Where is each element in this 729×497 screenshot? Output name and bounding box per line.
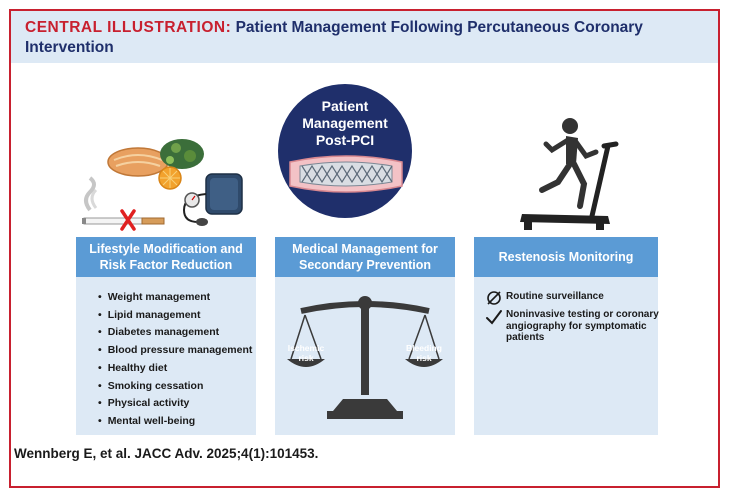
circle-line-1: Patient	[321, 98, 369, 114]
circle-line-2: Management	[302, 115, 388, 131]
lifestyle-panel: Lifestyle Modification and Risk Factor R…	[76, 237, 256, 435]
page-title: CENTRAL ILLUSTRATION: Patient Management…	[25, 18, 705, 58]
list-item: Blood pressure management	[98, 342, 253, 360]
restenosis-heading: Restenosis Monitoring	[498, 250, 634, 264]
check-icon	[486, 310, 502, 325]
restenosis-panel-heading: Restenosis Monitoring	[474, 237, 658, 277]
lifestyle-panel-heading: Lifestyle Modification and Risk Factor R…	[76, 237, 256, 277]
restenosis-item-text: Noninvasive testing or coronary angiogra…	[506, 309, 659, 343]
list-item: Weight management	[98, 289, 252, 307]
title-text: Patient Management Following Percutaneou…	[25, 19, 643, 56]
circle-line-3: Post-PCI	[315, 132, 375, 148]
medical-panel-heading: Medical Management for Secondary Prevent…	[275, 237, 455, 277]
scale-left-label-1: Ischemic	[288, 343, 325, 353]
restenosis-panel: Restenosis Monitoring Routine surveillan…	[474, 237, 659, 435]
blood-pressure-cuff-icon	[182, 173, 243, 226]
empty-set-icon	[487, 291, 501, 305]
list-item: Mental well-being	[98, 413, 252, 431]
balance-scale-icon: Ischemic risk Bleeding risk	[287, 296, 443, 419]
stent-artery-icon	[289, 155, 403, 193]
medical-panel: Medical Management for Secondary Prevent…	[275, 237, 455, 435]
scale-left-label-2: risk	[298, 353, 313, 363]
list-item: Diabetes management	[98, 324, 252, 342]
scale-right-label-1: Bleeding	[406, 343, 442, 353]
no-smoking-icon	[82, 176, 165, 231]
list-item: Physical activity	[98, 395, 252, 413]
lifestyle-heading-line-1: Lifestyle Modification and	[89, 242, 243, 256]
treadmill-runner-icon	[520, 118, 619, 230]
lifestyle-list: Weight management Lipid management Diabe…	[98, 289, 253, 431]
medical-heading-line-1: Medical Management for	[292, 242, 438, 256]
title-lead: CENTRAL ILLUSTRATION:	[25, 19, 232, 36]
list-item: Smoking cessation	[98, 378, 252, 396]
header-band: CENTRAL ILLUSTRATION: Patient Management…	[11, 11, 718, 63]
medical-heading-line-2: Secondary Prevention	[299, 258, 431, 272]
citation: Wennberg E, et al. JACC Adv. 2025;4(1):1…	[14, 446, 319, 461]
restenosis-item-text: Routine surveillance	[506, 291, 604, 302]
patient-management-circle: Patient Management Post-PCI	[278, 84, 412, 218]
list-item: Lipid management	[98, 307, 252, 325]
list-item: Healthy diet	[98, 360, 252, 378]
lifestyle-heading-line-2: Risk Factor Reduction	[99, 258, 233, 272]
healthy-food-icon	[107, 139, 204, 190]
scale-right-label-2: risk	[416, 353, 431, 363]
